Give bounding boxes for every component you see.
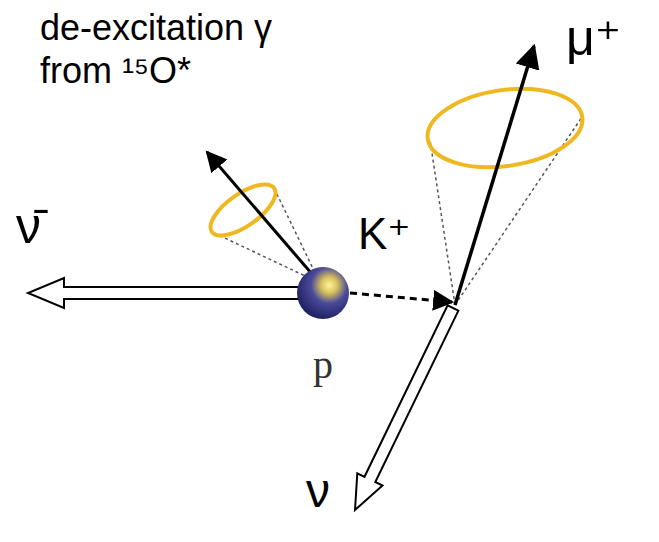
proton-sphere [297,267,349,319]
kaon-arrow [350,293,452,302]
muon-arrow [455,46,534,305]
gamma-cherenkov-ring [203,175,284,245]
antineutrino-arrow [28,278,300,308]
annotation-text: de-excitation γ from ¹⁵O* [40,6,340,92]
proton-ball: p [295,265,351,321]
particle-label: ν̄ [16,196,41,256]
particle-label: K⁺ [358,208,411,261]
gamma-cone-line [212,232,320,283]
gamma-cone-line [274,188,320,283]
particle-label: p [313,345,333,385]
particle-label: μ⁺ [566,8,621,68]
gamma-arrow [207,152,318,281]
particle-label: ν [306,462,330,520]
neutrino-arrow [355,305,458,510]
muon-cone-line [430,140,455,305]
muon-cherenkov-ring [422,80,587,177]
proton-circle [295,265,351,321]
